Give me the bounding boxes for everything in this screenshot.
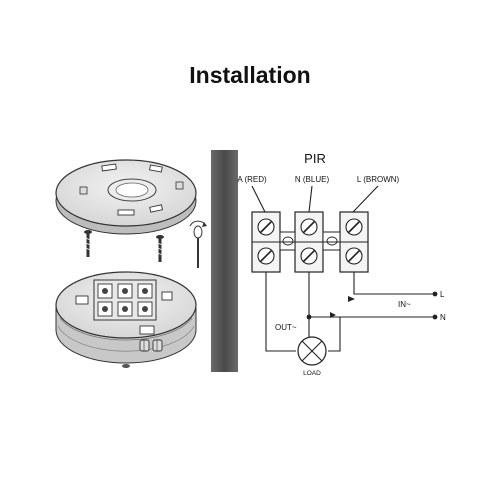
terminal-label-a-red: A (RED) bbox=[237, 175, 267, 184]
wire-arrowheads bbox=[330, 296, 355, 318]
mounting-screw-left bbox=[84, 230, 92, 257]
terminal-block-sensor bbox=[75, 279, 173, 335]
neutral-terminal-label: N bbox=[440, 313, 446, 322]
junction-dots bbox=[306, 291, 438, 320]
terminal-block-pir bbox=[251, 211, 369, 273]
divider-bar bbox=[211, 150, 238, 372]
wiring-heading: PIR bbox=[304, 151, 326, 166]
circuit-wires bbox=[265, 272, 435, 352]
pir-wire-leads bbox=[251, 185, 379, 213]
cable-glands bbox=[139, 339, 163, 352]
in-label: IN~ bbox=[398, 300, 411, 309]
mounting-screw-right bbox=[156, 235, 164, 262]
screwdriver-icon bbox=[189, 220, 207, 268]
line-terminal-label: L bbox=[440, 290, 445, 299]
mounting-plate bbox=[55, 159, 197, 235]
load-label: LOAD bbox=[303, 370, 321, 377]
load-lamp-icon bbox=[297, 336, 327, 366]
terminal-label-l-brown: L (BROWN) bbox=[357, 175, 400, 184]
terminal-label-n-blue: N (BLUE) bbox=[295, 175, 330, 184]
out-label: OUT~ bbox=[275, 323, 297, 332]
page-title: Installation bbox=[189, 62, 311, 88]
